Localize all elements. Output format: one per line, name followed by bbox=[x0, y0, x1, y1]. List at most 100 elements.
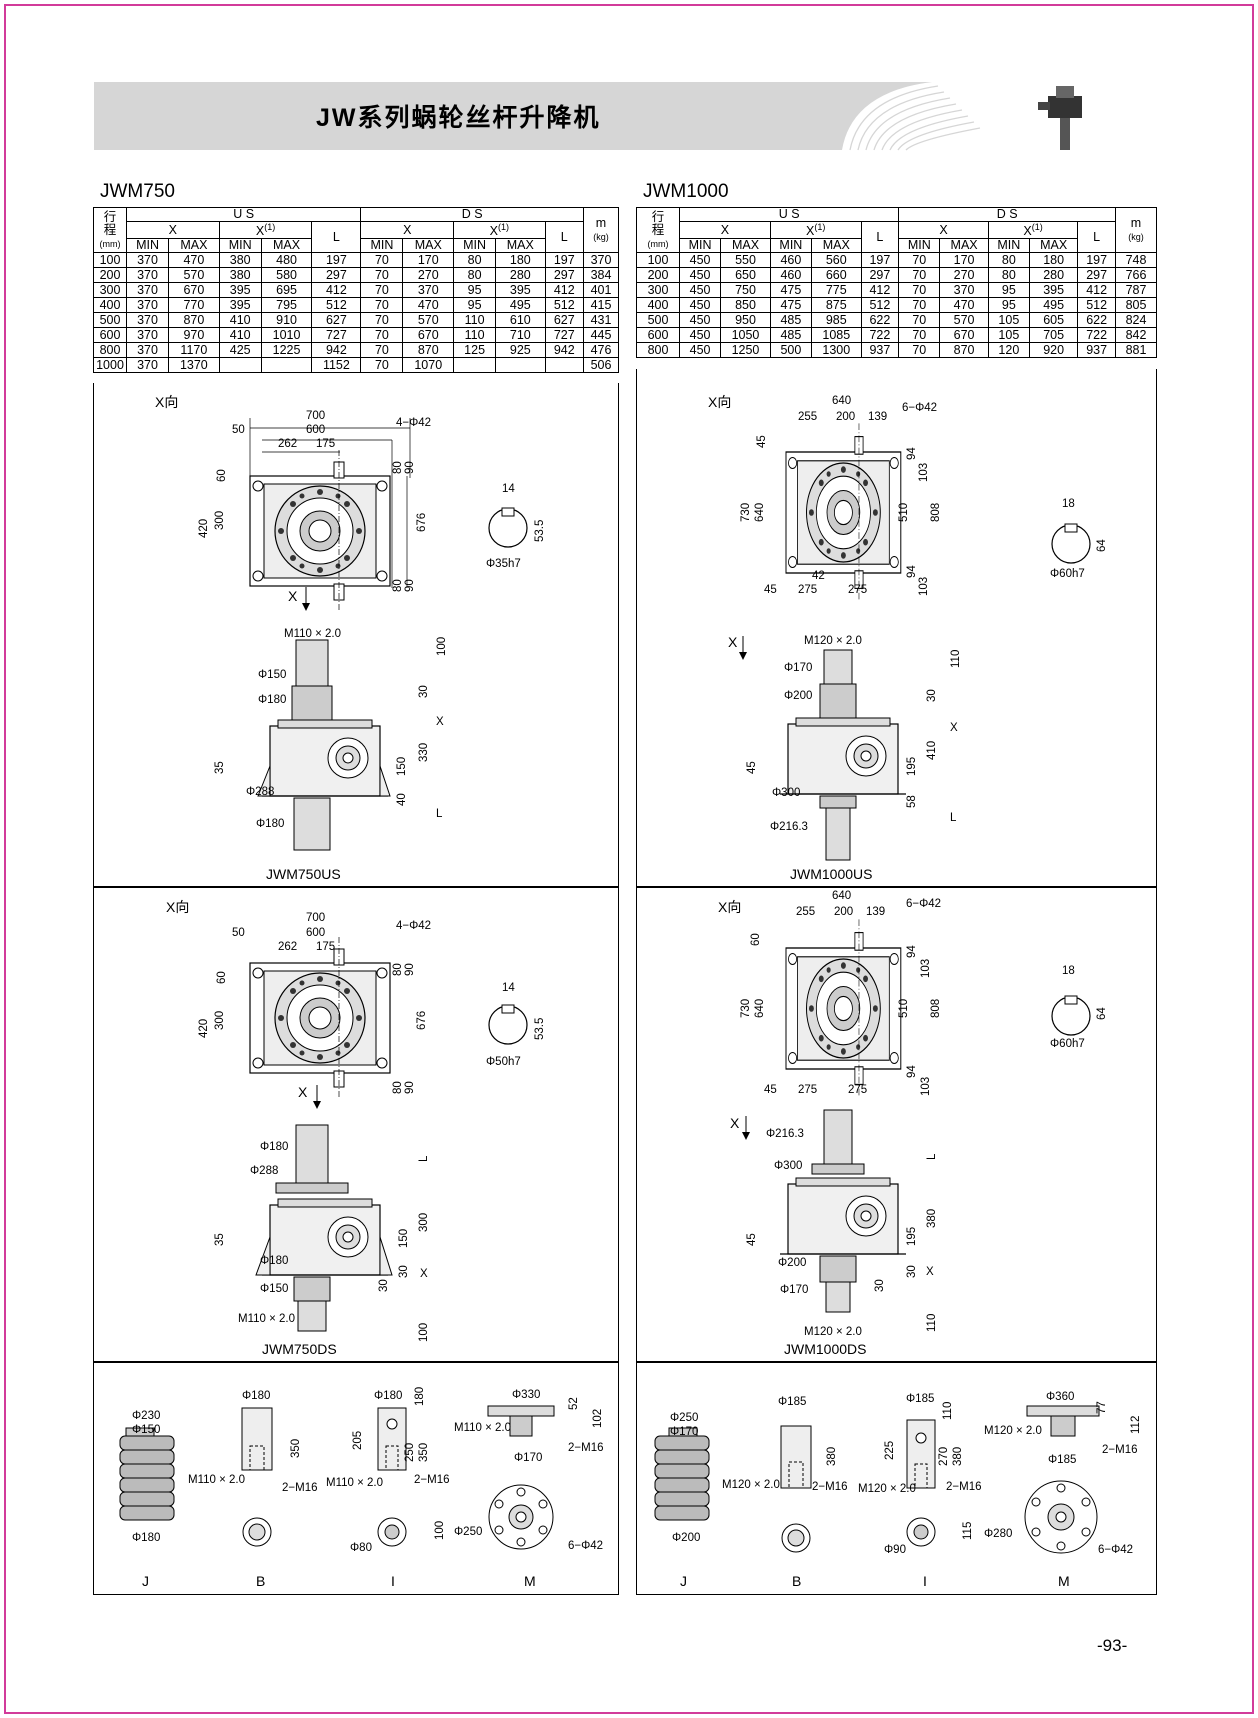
dim-640: 640 bbox=[832, 395, 852, 407]
table-cell: 800 bbox=[636, 342, 680, 359]
dim-275b: 275 bbox=[848, 1084, 868, 1096]
us-l: L bbox=[436, 808, 443, 820]
spec-table-right: 行程(mm) U S D S m(kg) X X(1) L X X(1) L M… bbox=[636, 206, 1157, 359]
table-cell: 824 bbox=[1115, 312, 1157, 329]
table-cell bbox=[544, 357, 584, 374]
B-h380: 380 bbox=[826, 1446, 838, 1466]
us-d180: Φ180 bbox=[258, 694, 287, 706]
table-cell: 412 bbox=[860, 282, 900, 299]
table-cell: 1225 bbox=[260, 342, 313, 359]
table-cell: 1170 bbox=[168, 342, 220, 359]
us-h35: 35 bbox=[214, 761, 226, 774]
table-cell: 412 bbox=[1077, 282, 1116, 299]
dim-300: 300 bbox=[214, 510, 226, 530]
x-view-label: X向 bbox=[708, 394, 732, 410]
table-cell: 605 bbox=[1028, 312, 1079, 329]
ds-d150: Φ150 bbox=[260, 1283, 289, 1295]
key-width: 14 bbox=[502, 982, 515, 994]
us-d170: Φ170 bbox=[784, 662, 813, 674]
dim-139: 139 bbox=[866, 906, 886, 918]
table-cell: 370 bbox=[583, 252, 619, 269]
table-cell: 95 bbox=[453, 282, 497, 299]
table-cell: 460 bbox=[769, 252, 812, 269]
ds-h110: 110 bbox=[926, 1313, 938, 1332]
table-cell: 110 bbox=[453, 312, 497, 329]
table-cell: 670 bbox=[402, 327, 455, 344]
I-h205: 205 bbox=[352, 1430, 364, 1450]
dim-94: 94 bbox=[906, 447, 918, 460]
M-d170: Φ170 bbox=[514, 1452, 543, 1464]
divider-right-2 bbox=[636, 1361, 1157, 1363]
x-view-label: X向 bbox=[155, 394, 179, 410]
M-holes: 2−M16 bbox=[568, 1442, 604, 1454]
table-cell: 925 bbox=[495, 342, 546, 359]
table-cell: 197 bbox=[311, 252, 362, 269]
ds-h35: 35 bbox=[214, 1233, 226, 1246]
table-cell: 297 bbox=[860, 267, 900, 284]
plan-view-left-ds bbox=[249, 936, 391, 1100]
I-d90: Φ90 bbox=[884, 1544, 906, 1556]
table-cell: 470 bbox=[402, 297, 455, 314]
dim-262: 262 bbox=[278, 438, 298, 450]
table-cell: 500 bbox=[93, 312, 127, 329]
table-cell: 412 bbox=[311, 282, 362, 299]
table-cell: 100 bbox=[636, 252, 680, 269]
table-cell: 460 bbox=[769, 267, 812, 284]
us-h58: 58 bbox=[906, 795, 918, 808]
table-cell: 450 bbox=[678, 297, 722, 314]
us-d216: Φ216.3 bbox=[770, 821, 808, 833]
table-cell: 985 bbox=[810, 312, 862, 329]
dim-103: 103 bbox=[920, 958, 932, 978]
table-cell: 775 bbox=[810, 282, 862, 299]
ds-header: D S bbox=[898, 207, 1116, 222]
dim-808: 808 bbox=[930, 502, 942, 522]
x-arrow-label: X bbox=[298, 1084, 308, 1100]
B-holes: 2−M16 bbox=[812, 1481, 848, 1493]
us-h100: 100 bbox=[436, 636, 448, 656]
page-frame bbox=[4, 4, 1254, 1714]
I-holes: 2−M16 bbox=[946, 1481, 982, 1493]
table-cell: 450 bbox=[678, 312, 722, 329]
table-cell: 170 bbox=[939, 252, 989, 269]
shaft-dia: Φ60h7 bbox=[1050, 1038, 1085, 1050]
dim-730: 730 bbox=[740, 998, 752, 1018]
adapter-B bbox=[241, 1407, 273, 1547]
M-d250: Φ250 bbox=[454, 1526, 483, 1538]
dim-42: 42 bbox=[812, 570, 825, 582]
page-title: JW系列蜗轮丝杆升降机 bbox=[316, 104, 601, 132]
table-cell: 370 bbox=[402, 282, 455, 299]
table-cell: 910 bbox=[260, 312, 313, 329]
table-cell: 370 bbox=[125, 267, 170, 284]
table-cell: 580 bbox=[260, 267, 313, 284]
table-cell: 70 bbox=[360, 297, 404, 314]
table-cell: 470 bbox=[168, 252, 220, 269]
end-label-J: J bbox=[680, 1573, 687, 1589]
dim-45b: 45 bbox=[764, 584, 777, 596]
dim-730: 730 bbox=[740, 502, 752, 522]
dim-640v: 640 bbox=[754, 502, 766, 522]
table-cell: 705 bbox=[1028, 327, 1079, 344]
I-d180: Φ180 bbox=[374, 1390, 403, 1402]
us-thread: M120 × 2.0 bbox=[804, 635, 862, 647]
table-cell: 970 bbox=[168, 327, 220, 344]
us-h40: 40 bbox=[396, 793, 408, 806]
table-cell: 370 bbox=[125, 252, 170, 269]
table-cell: 1370 bbox=[168, 357, 220, 374]
table-cell: 850 bbox=[720, 297, 771, 314]
M-h77: 77 bbox=[1096, 1401, 1108, 1414]
dim-275a: 275 bbox=[798, 1084, 818, 1096]
us-d150: Φ150 bbox=[258, 669, 287, 681]
table-cell: 70 bbox=[360, 252, 404, 269]
us-d288: Φ288 bbox=[246, 786, 275, 798]
end-fittings-left bbox=[119, 1405, 555, 1550]
dim-676: 676 bbox=[416, 1010, 428, 1030]
us-x: X bbox=[950, 722, 958, 734]
shaft-height: 53.5 bbox=[534, 1017, 546, 1040]
dim-640: 640 bbox=[832, 890, 852, 902]
table-cell: 622 bbox=[860, 312, 900, 329]
table-cell: 480 bbox=[260, 252, 313, 269]
